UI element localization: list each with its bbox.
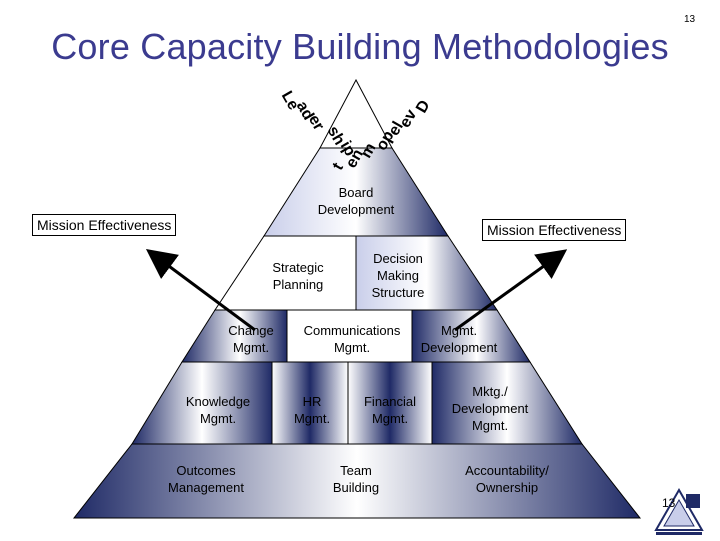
label-strategic-planning: Strategic Planning	[272, 260, 324, 292]
organization-logo	[652, 487, 706, 536]
label-communications-mgmt: Communications Mgmt.	[303, 323, 401, 355]
mission-effectiveness-left: Mission Effectiveness	[32, 214, 177, 236]
tier-base	[72, 443, 642, 519]
logo-mark-icon	[654, 487, 704, 535]
label-decision-making: Decision Making Structure	[371, 251, 425, 300]
slide-title: Core Capacity Building Methodologies	[51, 26, 669, 67]
label-team-building: Team Building	[332, 463, 380, 495]
right-arrow	[454, 249, 568, 332]
label-hr-mgmt: HR Mgmt.	[293, 394, 331, 426]
label-mktg-development: Mktg./ Development Mgmt.	[451, 384, 529, 433]
label-knowledge-mgmt: Knowledge Mgmt.	[185, 394, 251, 426]
label-board-development: Board Development	[317, 185, 395, 217]
label-mgmt-development: Mgmt. Development	[420, 323, 498, 355]
label-change-mgmt: Change Mgmt.	[228, 323, 274, 355]
footer-page-badge: 13	[662, 496, 676, 510]
mission-effectiveness-right: Mission Effectiveness	[482, 219, 627, 241]
label-outcomes-management: Outcomes Management	[168, 463, 244, 495]
slide-number: 13	[684, 14, 696, 25]
left-arrow	[145, 249, 256, 332]
label-accountability-ownership: Accountability/ Ownership	[465, 463, 549, 495]
label-financial-mgmt: Financial Mgmt.	[363, 394, 417, 426]
